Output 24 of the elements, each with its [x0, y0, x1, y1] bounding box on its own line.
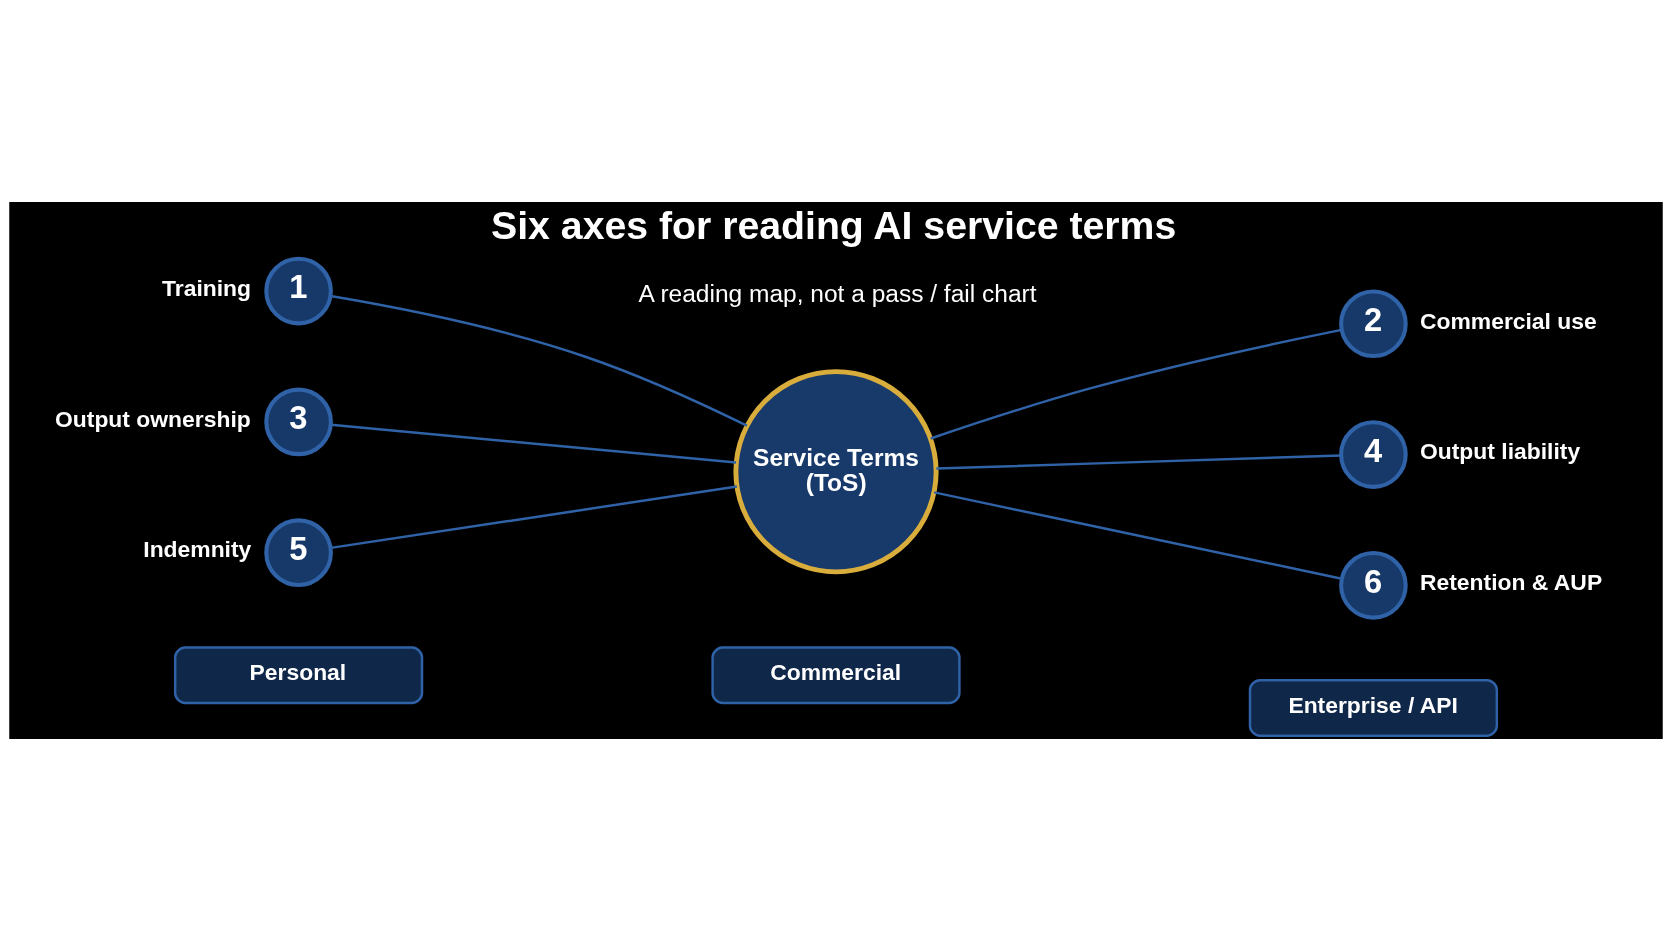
node-label: Output liability [1420, 438, 1581, 465]
node-circle: 5 [264, 518, 333, 587]
node-box: Personal [173, 646, 424, 705]
label: A reading map, not a pass / fail chart [638, 280, 1037, 308]
connector [330, 485, 738, 550]
node-circle: 2 [1339, 289, 1408, 359]
node-label: Commercial use [1420, 307, 1597, 334]
node-circle: 3 [264, 387, 333, 457]
node-label: Training [162, 274, 252, 301]
node-label: Retention & AUP [1420, 569, 1603, 596]
node-circle: 4 [1339, 420, 1408, 489]
connector [330, 294, 748, 427]
connector [930, 328, 1342, 440]
diagram-title: Six axes for reading AI service terms [491, 203, 1177, 248]
node-label: Indemnity [143, 536, 252, 563]
connector [933, 491, 1343, 580]
node-box: Commercial [711, 646, 961, 705]
node-label: Output ownership [55, 405, 251, 432]
node-circle: 6 [1339, 551, 1408, 620]
node-circle: Service Terms (ToS) [733, 369, 939, 575]
connector [936, 454, 1341, 470]
node-box: Enterprise / API [1248, 678, 1499, 737]
connector [330, 423, 737, 464]
node-circle: 1 [264, 256, 333, 326]
